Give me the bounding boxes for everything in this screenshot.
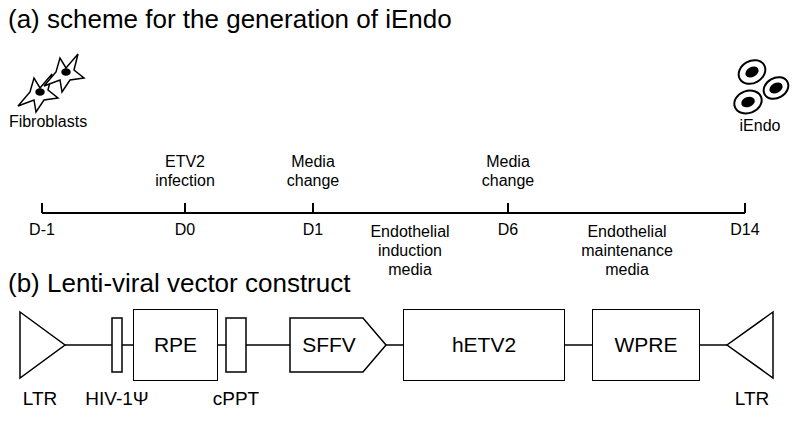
backbone-line <box>386 344 403 346</box>
day-label: D1 <box>288 220 338 239</box>
fibroblast-icon <box>18 54 84 112</box>
day-label: D6 <box>483 220 533 239</box>
vector-element-box: RPE <box>133 309 218 381</box>
element-label: HIV-1Ψ <box>77 388 157 411</box>
media-label: Endothelial induction media <box>360 222 460 280</box>
element-label: LTR <box>722 388 782 411</box>
panel-title: (a) scheme for the generation of iEndo <box>8 4 708 35</box>
iendo-cell-icon <box>731 55 792 117</box>
media-label: Endothelial maintenance media <box>572 222 682 280</box>
element-label: cPPT <box>201 388 271 411</box>
timeline <box>42 203 745 213</box>
ltr-triangle <box>20 312 65 378</box>
backbone-line <box>565 344 592 346</box>
day-label: D0 <box>160 220 210 239</box>
element-name: hETV2 <box>452 333 516 357</box>
day-label: D-1 <box>17 220 67 239</box>
element-label: LTR <box>10 388 70 411</box>
event-label: Media change <box>468 152 548 190</box>
event-label: Media change <box>273 152 353 190</box>
cell-label: iEndo <box>730 116 790 135</box>
element-name: WPRE <box>615 333 678 357</box>
gene-box: hETV2 <box>403 309 565 381</box>
event-label: ETV2 infection <box>145 152 225 190</box>
psi-element <box>112 318 122 372</box>
panel-title: (b) Lenti-viral vector construct <box>8 268 708 299</box>
element-name: RPE <box>154 333 197 357</box>
element-name: SFFV <box>302 333 356 357</box>
cell-label: Fibroblasts <box>0 112 103 131</box>
ltr-triangle <box>727 312 773 378</box>
promoter-arrow: SFFV <box>290 318 386 372</box>
day-label: D14 <box>720 220 770 239</box>
cppt-element <box>226 318 246 372</box>
vector-element-box: WPRE <box>592 309 700 381</box>
